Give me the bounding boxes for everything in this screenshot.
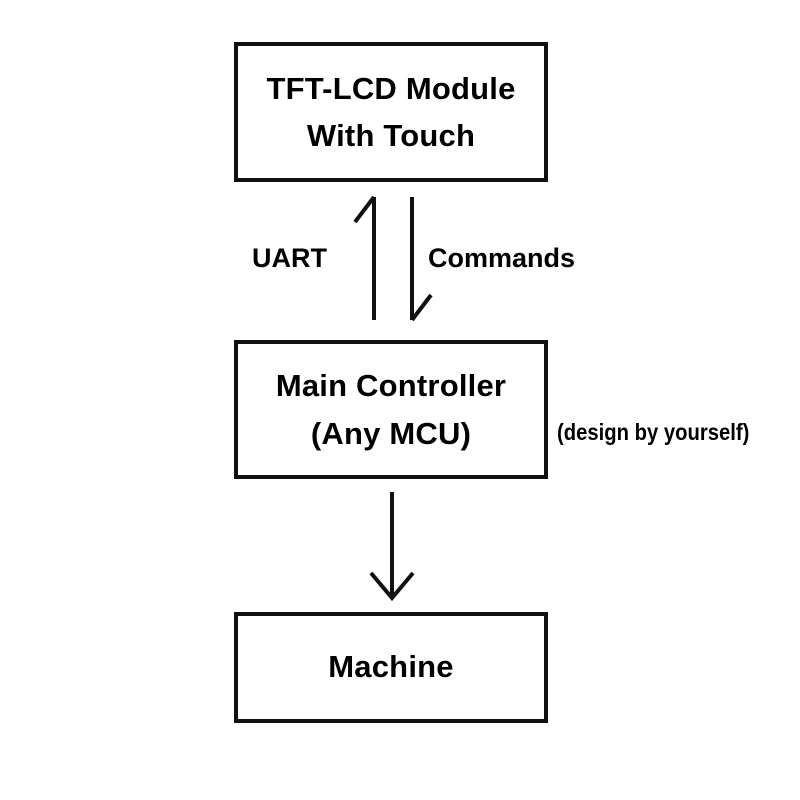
connector-mcu-to-lcd	[353, 195, 376, 320]
connector-mcu-to-machine-arrowhead	[369, 571, 415, 602]
connector-mcu-to-machine	[369, 492, 415, 602]
node-main-controller-line2: (Any MCU)	[310, 415, 472, 451]
node-tft-lcd-module-line1: TFT-LCD Module	[266, 70, 516, 106]
node-machine-line1: Machine	[328, 649, 454, 685]
node-machine[interactable]: Machine	[234, 612, 548, 723]
edge-label-commands: Commands	[428, 243, 576, 273]
node-main-controller-line1: Main Controller	[275, 368, 507, 404]
connector-lcd-to-mcu-arrowhead	[410, 293, 433, 322]
node-tft-lcd-module-line2: With Touch	[306, 118, 476, 153]
annotation-design-by-yourself: (design by yourself)	[557, 419, 750, 445]
connector-mcu-to-lcd-arrowhead	[353, 195, 376, 224]
node-tft-lcd-module[interactable]: TFT-LCD Module With Touch	[234, 42, 548, 182]
node-main-controller[interactable]: Main Controller (Any MCU)	[234, 340, 548, 479]
edge-label-uart: UART	[252, 243, 327, 273]
